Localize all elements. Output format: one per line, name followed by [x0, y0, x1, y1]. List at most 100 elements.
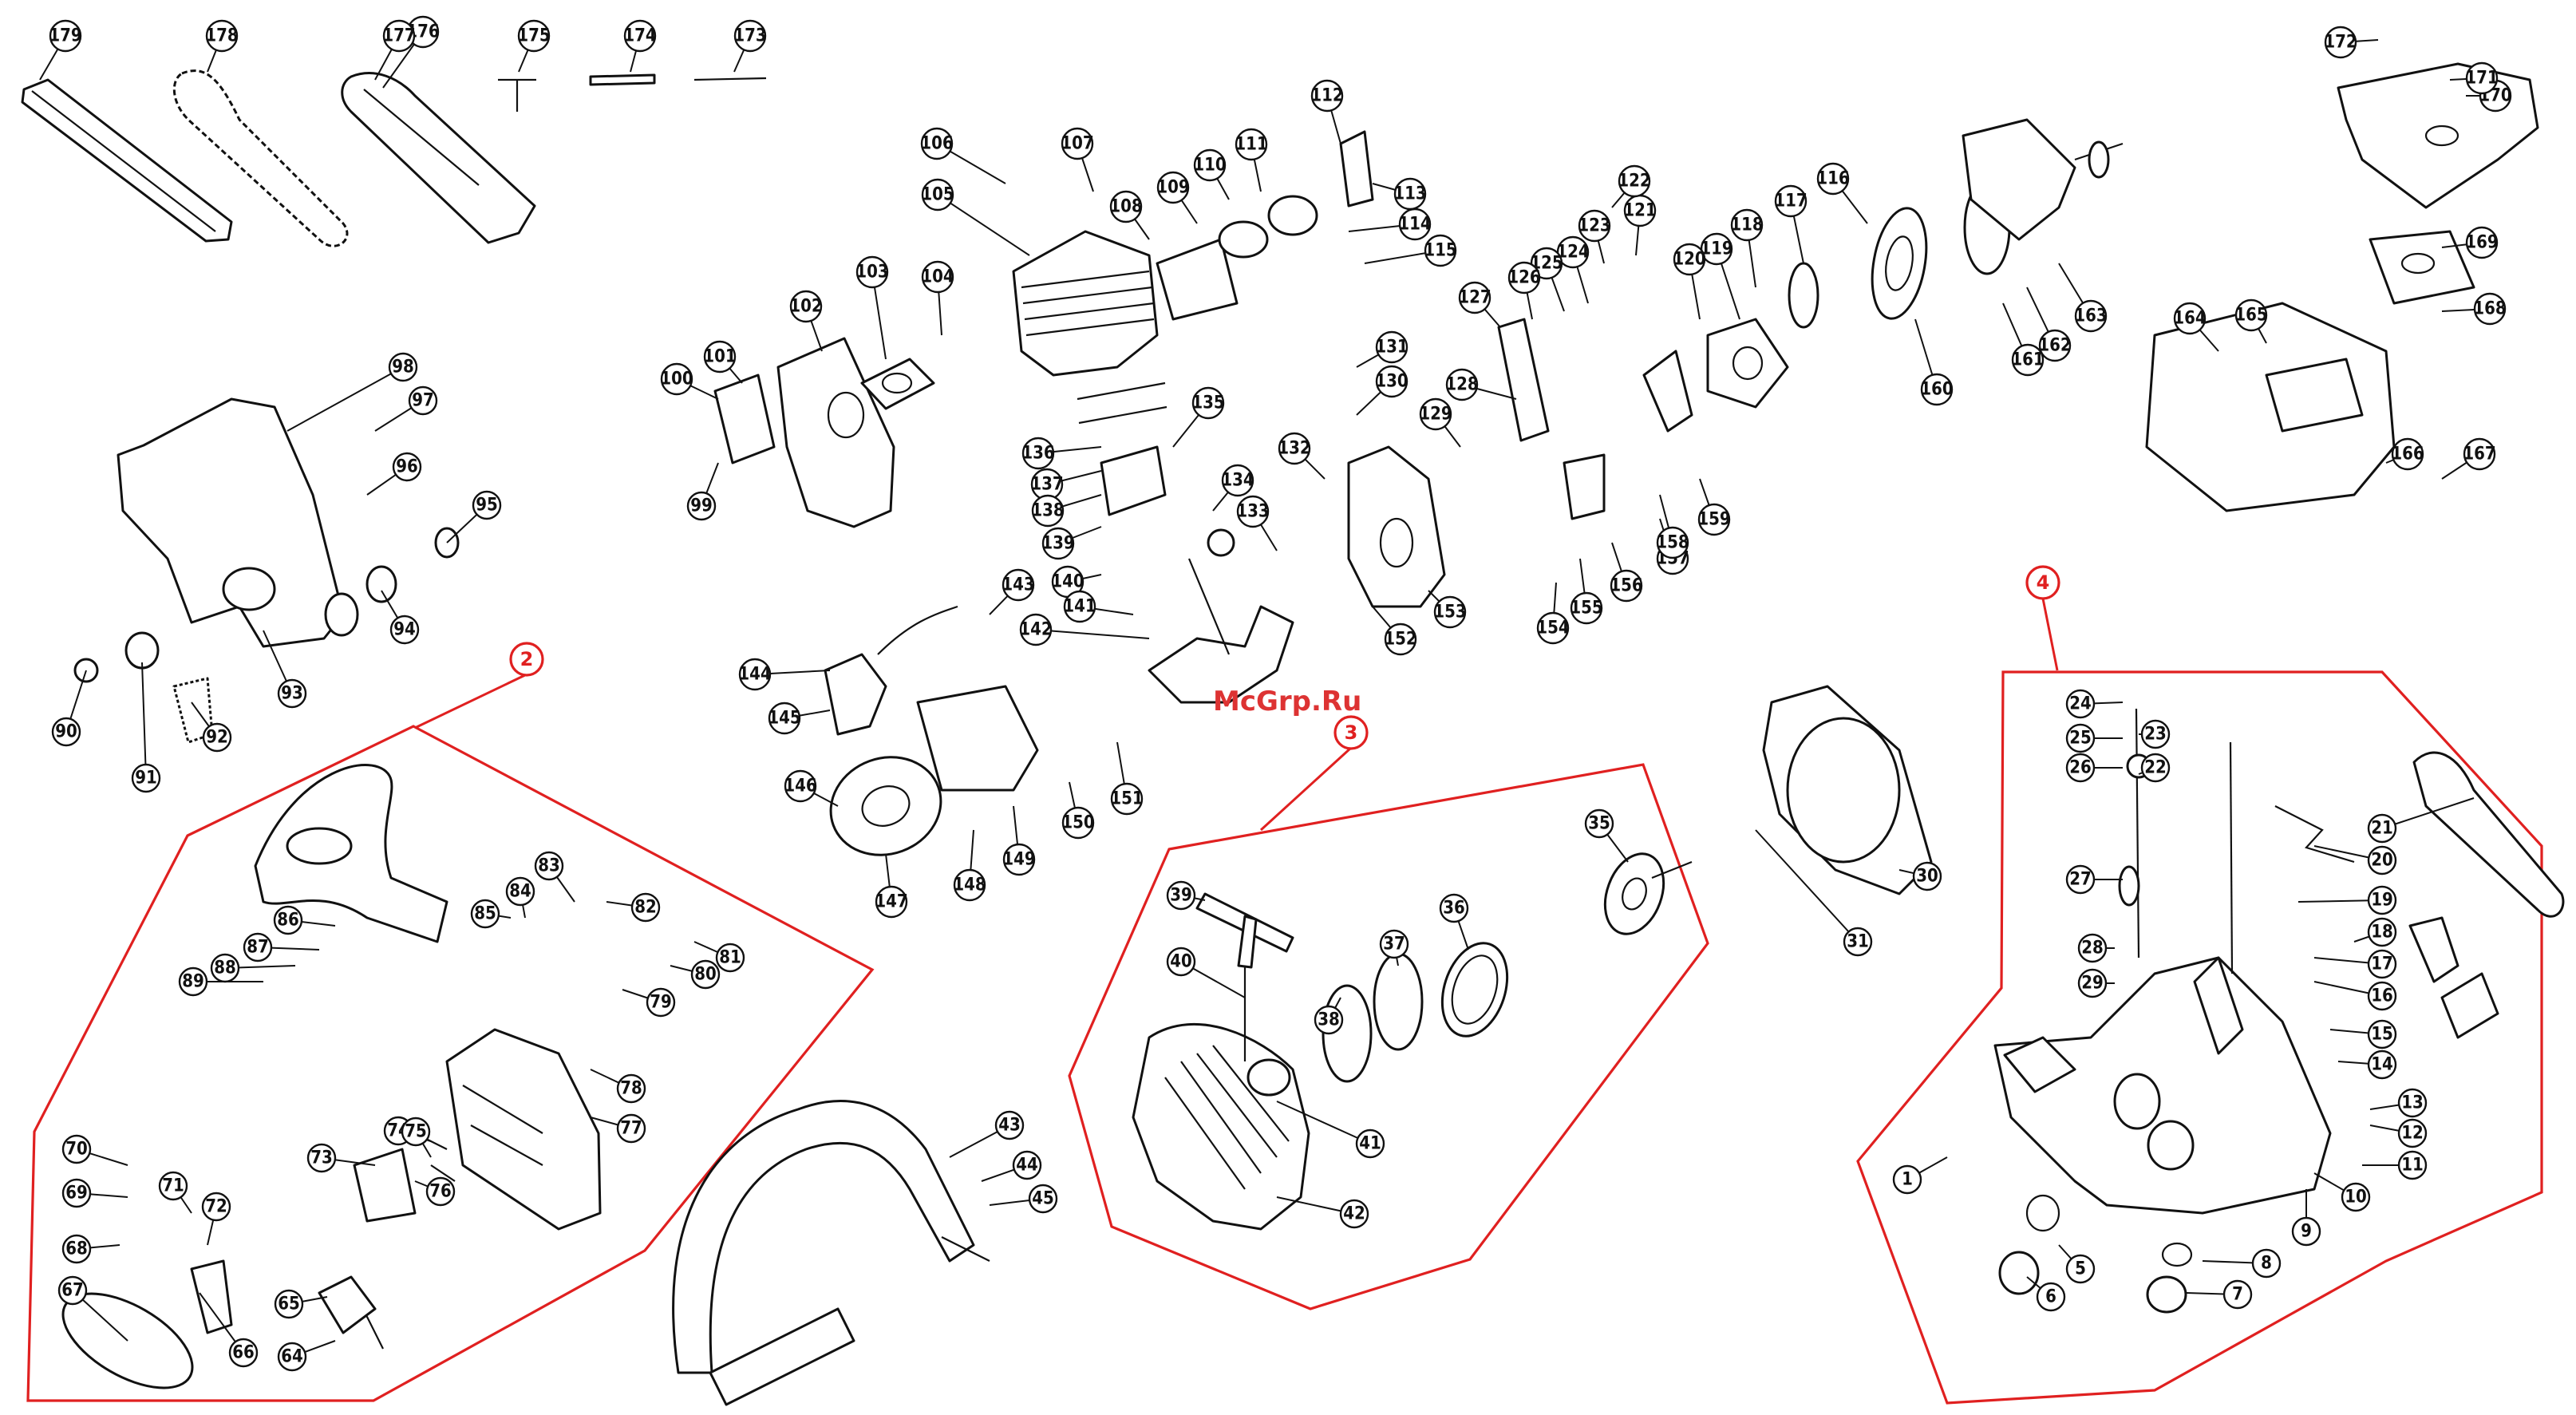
callout-number: 134: [1221, 471, 1254, 491]
callout-part-101: 101: [703, 340, 743, 384]
callout-circle: [306, 1143, 337, 1173]
callout-circle: [1398, 208, 1432, 241]
callout-part-71: 71: [158, 1171, 192, 1214]
callout-number: 91: [135, 769, 157, 789]
callout-circle: [202, 722, 232, 753]
callout-number: 163: [2074, 306, 2107, 326]
callout-part-70: 70: [61, 1134, 128, 1166]
callout-number: 97: [412, 391, 434, 411]
callout-circle: [1920, 373, 1954, 406]
callout-number: 100: [660, 370, 693, 389]
group-badge-4: 4: [2025, 565, 2060, 671]
callout-circle: [1221, 464, 1254, 497]
callout-circle: [61, 1134, 92, 1164]
callout-circle: [2367, 1019, 2397, 1049]
callout-number: 133: [1236, 502, 1269, 522]
callout-part-154: 154: [1536, 582, 1570, 645]
callout-number: 146: [784, 777, 816, 796]
callout-circle: [472, 490, 502, 520]
callout-part-95: 95: [446, 490, 502, 543]
callout-circle: [2011, 343, 2045, 377]
callout-number: 43: [998, 1116, 1021, 1136]
leader-line: [141, 662, 147, 779]
callout-circle: [630, 892, 661, 923]
callout-circle: [158, 1171, 188, 1201]
cylinder: [1012, 230, 1159, 377]
callout-number: 178: [205, 26, 238, 46]
callout-circle: [2140, 753, 2171, 783]
starter-pulley-spring: [1322, 942, 1509, 1083]
callout-number: 67: [61, 1281, 84, 1301]
callout-number: 15: [2371, 1025, 2393, 1045]
callout-part-85: 85: [470, 899, 512, 929]
callout-circle: [1458, 281, 1491, 314]
callout-number: 119: [1700, 239, 1732, 259]
ignition-coil: [824, 605, 958, 736]
callout-part-39: 39: [1166, 880, 1206, 911]
callout-number: 18: [2371, 923, 2393, 943]
callout-number: 98: [392, 358, 414, 377]
callout-part-133: 133: [1236, 495, 1278, 551]
saw-chain: [172, 69, 349, 247]
callout-number: 87: [247, 938, 269, 958]
callout-circle: [2140, 719, 2171, 749]
callout-number: 1: [1902, 1170, 1913, 1190]
callout-part-40: 40: [1166, 947, 1246, 998]
svg-text:2: 2: [520, 648, 534, 670]
callout-number: 29: [2081, 974, 2104, 994]
callout-part-126: 126: [1507, 261, 1541, 320]
callout-number: 36: [1443, 899, 1465, 919]
callout-part-94: 94: [381, 590, 420, 645]
piston-ring-pin: [1077, 381, 1167, 516]
callout-number: 102: [789, 297, 822, 317]
callout-part-13: 13: [2369, 1088, 2428, 1118]
callout-number: 166: [2391, 445, 2424, 464]
callout-circle: [1536, 611, 1570, 645]
callout-circle: [1570, 591, 1603, 625]
callout-circle: [1355, 1128, 1385, 1159]
callout-circle: [1019, 613, 1053, 646]
callout-circle: [2341, 1182, 2371, 1212]
callout-circle: [61, 1234, 92, 1264]
callout-number: 162: [2038, 336, 2071, 356]
callout-circle: [1166, 947, 1196, 977]
callout-circle: [768, 702, 801, 735]
callout-number: 151: [1110, 789, 1143, 809]
callout-part-158: 158: [1656, 494, 1689, 559]
callout-part-78: 78: [590, 1069, 646, 1104]
group-outline-4: [1856, 670, 2543, 1405]
callout-number: 168: [2473, 299, 2506, 319]
air-filter: [2369, 230, 2475, 305]
callout-part-117: 117: [1774, 184, 1808, 264]
callout-circle: [1110, 782, 1144, 816]
callout-part-153: 153: [1428, 590, 1467, 629]
callout-number: 13: [2401, 1093, 2424, 1113]
callout-circle: [1507, 261, 1541, 294]
callout-part-16: 16: [2313, 981, 2397, 1011]
callout-number: 40: [1170, 952, 1192, 972]
callout-part-179: 179: [39, 19, 82, 81]
callout-circle: [953, 868, 986, 902]
callout-circle: [2397, 1088, 2428, 1118]
callout-circle: [277, 1342, 307, 1372]
handle-grip: [2412, 751, 2565, 918]
callout-part-76: 76: [414, 1176, 456, 1207]
callout-part-42: 42: [1276, 1196, 1369, 1229]
starter-handle: [1195, 892, 1294, 1061]
guide-bar: [21, 78, 233, 243]
callout-number: 132: [1278, 439, 1310, 459]
callout-number: 64: [281, 1347, 303, 1367]
callout-part-178: 178: [205, 19, 239, 73]
callout-part-64: 64: [277, 1340, 336, 1372]
callout-circle: [1166, 880, 1196, 911]
callout-number: 77: [620, 1119, 642, 1139]
callout-circle: [623, 19, 657, 53]
callout-number: 173: [733, 26, 766, 46]
callout-number: 169: [2465, 233, 2498, 253]
callout-number: 92: [206, 728, 228, 748]
callout-part-168: 168: [2441, 292, 2507, 326]
callout-circle: [2065, 864, 2096, 895]
oil-pump-gear: [1642, 318, 1789, 433]
callout-circle: [1156, 171, 1190, 204]
callout-part-146: 146: [784, 769, 839, 807]
